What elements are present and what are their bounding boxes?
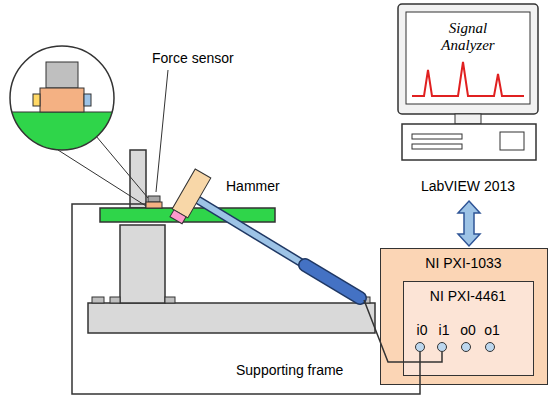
leader-line <box>156 70 168 192</box>
computer-monitor-part <box>455 114 481 124</box>
card-label: NI PXI-4461 <box>404 288 532 304</box>
zoom-detail-part-part <box>0 112 130 172</box>
supporting-frame-part <box>92 297 104 303</box>
sensor-cable <box>72 204 420 394</box>
impact-hammer <box>168 169 360 298</box>
computer-monitor-part <box>412 144 462 149</box>
port-socket <box>462 343 471 352</box>
port-label: i1 <box>434 322 454 338</box>
hammer-cable <box>364 300 442 362</box>
port-socket <box>486 343 495 352</box>
part-label: Hammer <box>226 178 280 194</box>
port-socket <box>438 343 447 352</box>
port-label: o0 <box>458 322 478 338</box>
zoom-detail-part-part <box>33 94 40 106</box>
port-label: o1 <box>482 322 502 338</box>
software-label: LabVIEW 2013 <box>390 178 546 194</box>
computer-monitor-part <box>412 134 462 139</box>
part-label: Supporting frame <box>236 362 343 378</box>
chassis-box: NI PXI-1033 NI PXI-4461 i0i1o0o1 <box>380 248 548 385</box>
zoom-detail <box>0 46 148 206</box>
computer-monitor-part <box>412 62 524 96</box>
computer-monitor-part <box>398 4 538 114</box>
port-socket <box>416 343 425 352</box>
chassis-label: NI PXI-1033 <box>381 255 546 271</box>
daq-card-box: NI PXI-4461 i0i1o0o1 <box>403 281 534 376</box>
supporting-frame-part <box>110 297 120 303</box>
zoom-detail-part <box>96 136 148 198</box>
computer-monitor <box>398 4 538 160</box>
cantilever-plate-part <box>146 202 162 208</box>
cantilever-plate-part <box>148 196 160 202</box>
impact-hammer-part-part <box>170 210 186 224</box>
port-label: i0 <box>412 322 432 338</box>
supporting-frame-part <box>88 303 375 333</box>
computer-monitor-part <box>402 124 536 160</box>
impact-hammer-part <box>198 200 305 265</box>
zoom-detail-part <box>58 150 146 206</box>
zoom-detail-part-part <box>40 88 84 112</box>
part-label: Force sensor <box>152 50 234 66</box>
impact-hammer-part <box>198 200 305 265</box>
zoom-detail-part <box>10 46 114 150</box>
screen-title: Signal Analyzer <box>432 20 504 55</box>
zoom-detail-part-part <box>46 62 78 88</box>
computer: Signal AnalyzerLabVIEW 2013 <box>390 4 548 199</box>
impact-hammer-part <box>305 265 360 298</box>
impact-hammer-part-part <box>172 169 211 218</box>
impact-hammer-part <box>168 169 211 225</box>
data-link-arrow <box>458 201 480 246</box>
zoom-detail-part-part <box>84 94 91 106</box>
impact-hammer-part <box>305 265 360 298</box>
supporting-frame-part <box>120 225 165 303</box>
supporting-frame-part <box>165 297 175 303</box>
computer-monitor-part <box>500 132 524 150</box>
computer-monitor-part <box>406 12 530 104</box>
